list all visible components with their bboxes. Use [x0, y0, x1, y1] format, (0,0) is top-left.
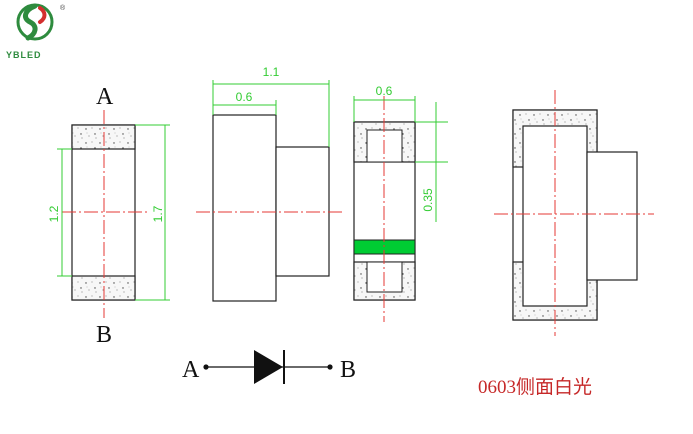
view-bottom — [494, 90, 654, 336]
symbol-anode-label: A — [182, 357, 200, 383]
dim-label-1-2: 1.2 — [47, 205, 61, 222]
view-side: 1.1 0.6 — [196, 65, 342, 302]
side-body — [212, 114, 277, 302]
company-logo: YBLED ® — [6, 3, 66, 60]
dimension-end-width: 0.6 — [353, 84, 416, 122]
logo-swoosh-green — [22, 3, 38, 41]
diode-symbol: A B — [182, 350, 356, 384]
dimension-pad-offset: 0.35 — [415, 102, 448, 222]
logo-brand-text: YBLED — [6, 50, 42, 60]
dim-label-end-0-6: 0.6 — [376, 84, 393, 98]
product-caption: 0603侧面白光 — [478, 376, 592, 398]
logo-swoosh-red — [38, 6, 47, 24]
dim-label-1-1: 1.1 — [263, 65, 280, 79]
pin-a-label: A — [96, 84, 114, 110]
dimension-width-total: 1.1 — [212, 65, 330, 147]
dimension-height-inner: 1.2 — [47, 148, 72, 277]
pin-b-label: B — [96, 322, 112, 348]
view-top: A B 1.2 1.7 — [47, 84, 170, 348]
dim-label-1-7: 1.7 — [151, 205, 165, 222]
bottom-lens — [586, 151, 638, 281]
cathode-terminal-dot — [327, 364, 333, 370]
view-end: 0.6 0.35 — [353, 84, 448, 322]
dim-label-0-6: 0.6 — [236, 90, 253, 104]
dimension-height-total: 1.7 — [135, 124, 170, 301]
dimension-width-body: 0.6 — [213, 90, 277, 115]
registered-mark: ® — [60, 4, 66, 12]
symbol-cathode-label: B — [340, 357, 356, 383]
dim-label-0-35: 0.35 — [421, 188, 435, 212]
diode-triangle — [254, 350, 283, 384]
